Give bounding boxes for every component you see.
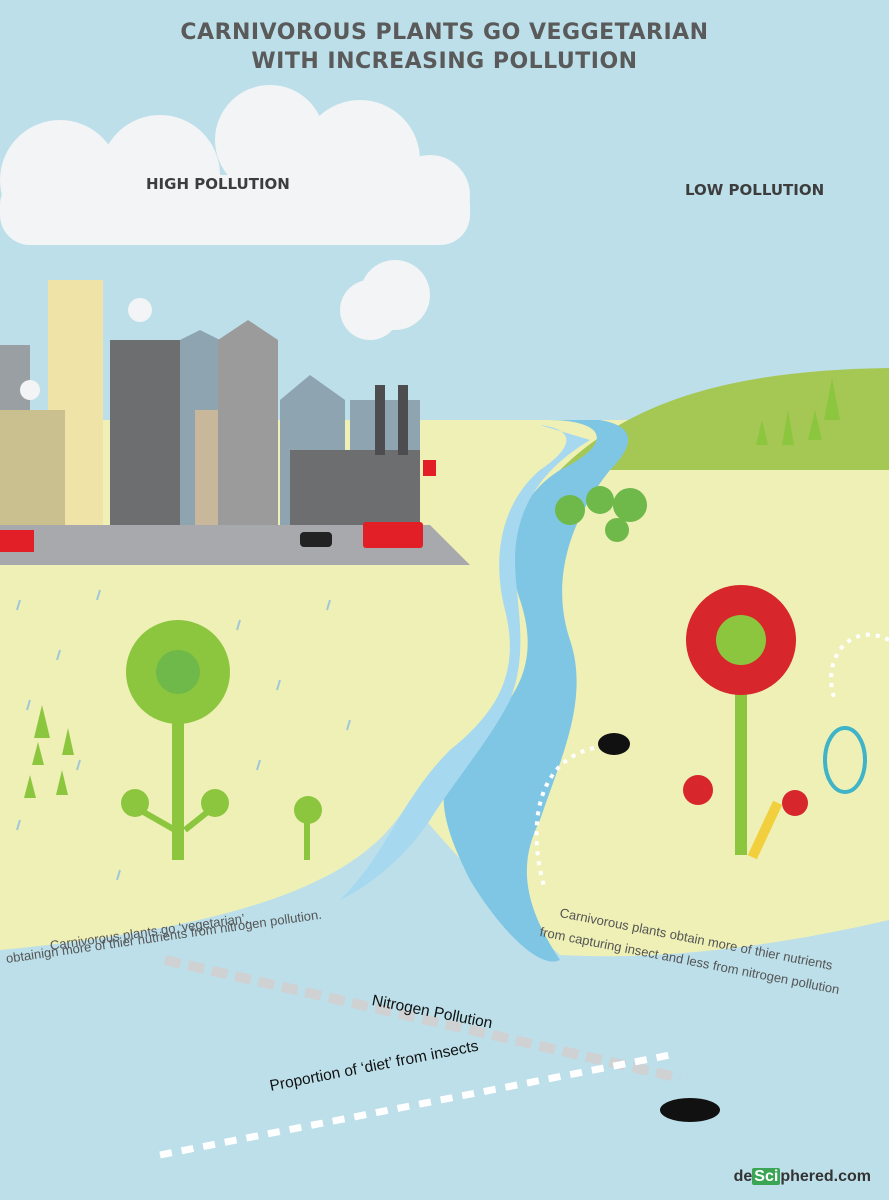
bus-icon <box>0 530 34 552</box>
happy-plant-icon <box>121 620 322 860</box>
fly-icon <box>660 1098 720 1122</box>
fly-icon <box>598 733 630 755</box>
brand-suffix: phered.com <box>780 1168 871 1185</box>
cloud-icon <box>0 85 470 400</box>
title-line-1: CARNIVOROUS PLANTS GO VEGGETARIAN <box>180 20 709 45</box>
bus-icon <box>363 522 423 548</box>
bus-icon <box>423 460 436 476</box>
fly-trail <box>829 632 889 701</box>
angry-plant-icon <box>683 585 808 855</box>
tree-icon <box>555 378 840 542</box>
hill <box>560 368 889 470</box>
net-icon <box>747 726 867 860</box>
street <box>0 525 470 565</box>
building <box>0 410 65 525</box>
rain <box>16 589 351 881</box>
title-line-2: WITH INCREASING POLLUTION <box>251 49 638 74</box>
brand-highlight: Sci <box>752 1168 781 1185</box>
brand-prefix: de <box>733 1168 753 1185</box>
taxi-icon <box>300 532 332 547</box>
chimney <box>398 385 408 455</box>
high-pollution-label: HIGH POLLUTION <box>146 175 290 193</box>
factory-icon <box>290 450 420 525</box>
tree-icon <box>24 705 74 798</box>
building <box>218 320 278 525</box>
river <box>443 420 629 962</box>
low-pollution-label: LOW POLLUTION <box>685 181 825 199</box>
chimney <box>375 385 385 455</box>
nitrogen-axis <box>163 955 682 1083</box>
